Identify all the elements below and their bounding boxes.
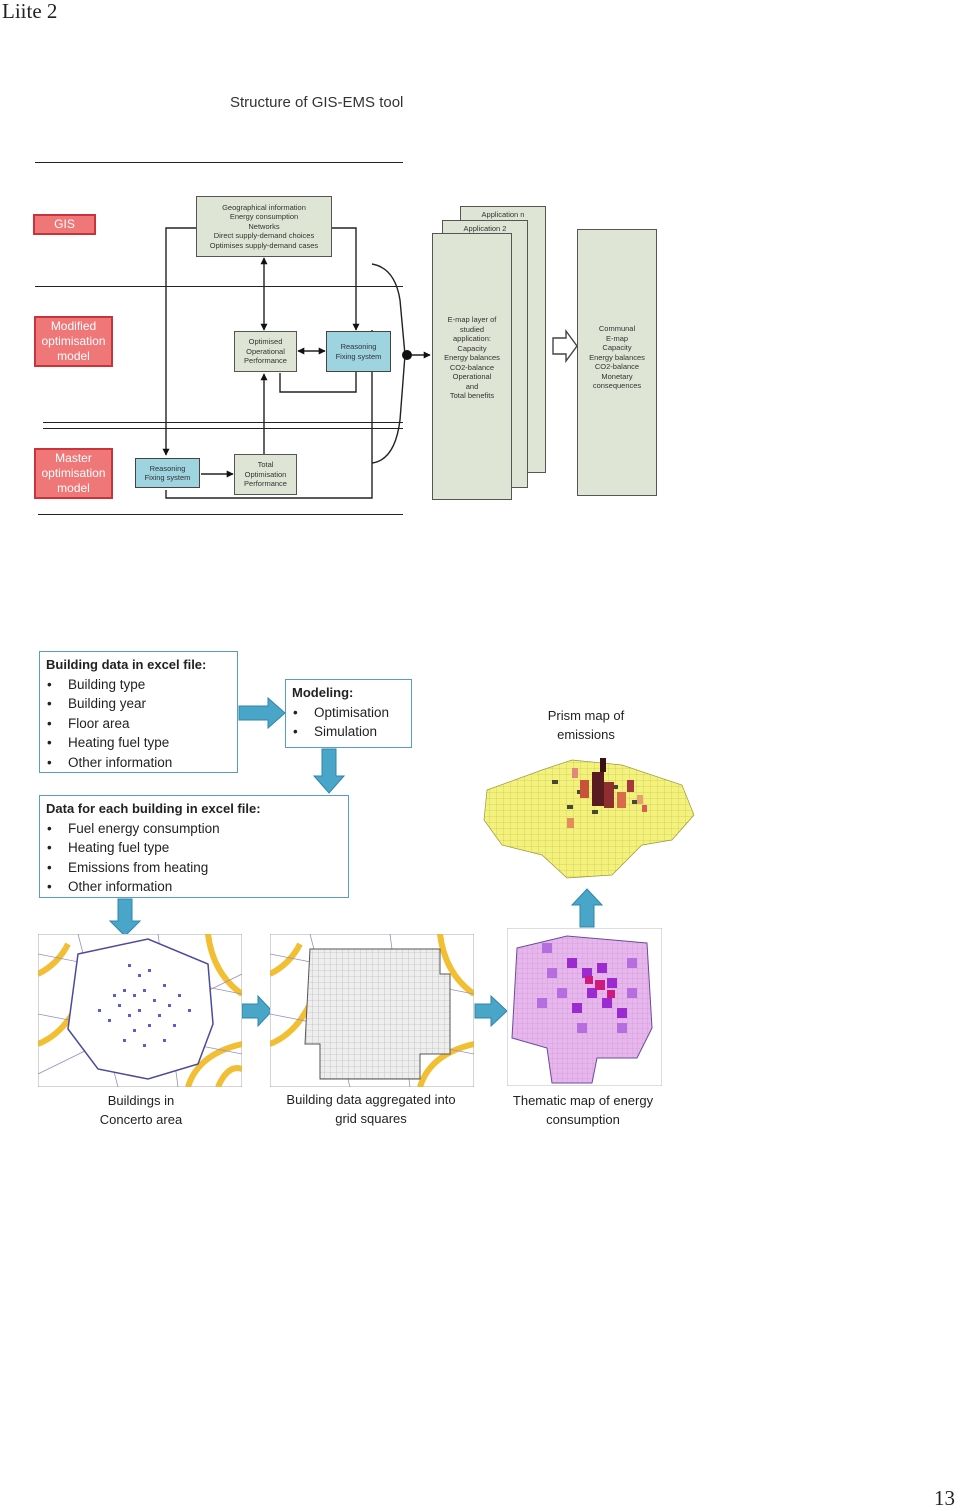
each-building-heading: Data for each building in excel file:	[46, 801, 261, 816]
reasoning-line: Reasoning	[340, 342, 377, 351]
communal-emap-box: Communal E-map Capacity Energy balances …	[577, 229, 657, 496]
gis-layer-label: GIS	[33, 214, 96, 235]
reasoning-line: Fixing system	[335, 351, 382, 361]
flow-arrows	[108, 696, 604, 1028]
gis-info-line: Geographical information	[222, 202, 306, 212]
modeling-heading: Modeling:	[292, 685, 354, 700]
optimised-performance-box: Optimised Operational Performance	[234, 331, 297, 372]
page-number: 13	[934, 1486, 955, 1510]
layer-divider	[43, 428, 403, 429]
optimised-line: Operational	[246, 346, 285, 356]
communal-line: E-map	[605, 333, 629, 343]
gis-info-line: Energy consumption	[229, 212, 299, 222]
master-layer-label: Master optimisation model	[34, 448, 113, 499]
diagram1-title: Structure of GIS-EMS tool	[230, 94, 404, 111]
emap-line: CO2-balance	[449, 362, 495, 372]
list-item: Simulation	[292, 722, 405, 742]
reasoning-box-top: Reasoning Fixing system	[326, 331, 391, 372]
reasoning-box-bottom: Reasoning Fixing system	[135, 458, 200, 488]
communal-line: Energy balances	[589, 352, 645, 362]
application-n-label: Application n	[481, 210, 525, 219]
list-item: Heating fuel type	[46, 733, 231, 753]
emap-line: application:	[453, 334, 491, 343]
list-item: Other information	[46, 753, 231, 773]
building-data-list: Building type Building year Floor area H…	[46, 675, 231, 773]
modified-layer-label: Modified optimisation model	[34, 316, 113, 367]
gis-layer-text: GIS	[54, 217, 75, 231]
list-item: Heating fuel type	[46, 838, 342, 858]
communal-line: Communal	[598, 324, 636, 333]
emap-line: and	[465, 381, 479, 391]
building-data-heading: Building data in excel file:	[46, 657, 207, 672]
reasoning-line: Fixing system	[144, 473, 191, 482]
layer-divider	[43, 422, 403, 423]
page-header: Liite 2	[2, 0, 58, 23]
list-item: Optimisation	[292, 703, 405, 723]
total-line: Performance	[244, 479, 287, 489]
layer-divider	[35, 286, 403, 287]
master-layer-text: Master optimisation model	[41, 451, 106, 495]
each-building-list: Fuel energy consumption Heating fuel typ…	[46, 819, 342, 897]
application-2-label: Application 2	[463, 224, 507, 233]
emap-layer-box: E-map layer of studied application: Capa…	[432, 233, 512, 500]
layer-divider	[35, 162, 403, 163]
communal-line: consequences	[592, 381, 642, 390]
aggregated-map-caption: Building data aggregated into grid squar…	[286, 1092, 456, 1126]
thematic-map-caption: Thematic map of energy consumption	[512, 1093, 654, 1127]
emap-line: Total benefits	[449, 391, 495, 400]
emap-line: Energy balances	[444, 353, 500, 362]
emap-line: Operational	[452, 372, 492, 381]
aggregated-grid-map	[270, 934, 474, 1087]
list-item: Building type	[46, 675, 231, 695]
communal-line: Monetary	[601, 371, 633, 381]
list-item: Fuel energy consumption	[46, 819, 342, 839]
optimised-line: Optimised	[248, 337, 283, 347]
gis-info-line: Networks	[248, 221, 280, 231]
gis-info-line: Direct supply-demand choices	[213, 231, 315, 241]
diagram1-connectors	[162, 227, 578, 499]
list-item: Emissions from heating	[46, 858, 342, 878]
each-building-box: Data for each building in excel file: Fu…	[39, 795, 349, 898]
reasoning-line: Reasoning	[149, 463, 186, 473]
total-line: Optimisation	[244, 469, 287, 479]
layer-divider	[38, 514, 403, 515]
list-item: Floor area	[46, 714, 231, 734]
gis-info-line: Optimises supply-demand cases	[209, 240, 319, 250]
thematic-map	[507, 928, 662, 1086]
prism-map-caption: Prism map of emissions	[547, 708, 625, 742]
buildings-map	[38, 934, 242, 1087]
list-item: Other information	[46, 877, 342, 897]
emap-line: studied	[459, 324, 485, 334]
modified-layer-text: Modified optimisation model	[41, 319, 106, 363]
communal-line: Capacity	[602, 343, 632, 352]
total-line: Total	[257, 460, 274, 470]
prism-map	[483, 758, 695, 879]
list-item: Building year	[46, 694, 231, 714]
buildings-map-caption: Buildings in Concerto area	[99, 1093, 183, 1127]
emap-line: E-map layer of	[447, 315, 497, 324]
modeling-list: Optimisation Simulation	[292, 703, 405, 742]
building-data-box: Building data in excel file: Building ty…	[39, 651, 238, 773]
gis-info-box: Geographical information Energy consumpt…	[196, 196, 332, 257]
emap-line: Capacity	[457, 343, 487, 353]
total-performance-box: Total Optimisation Performance	[234, 454, 297, 495]
communal-line: CO2-balance	[594, 362, 640, 371]
modeling-box: Modeling: Optimisation Simulation	[285, 679, 412, 748]
optimised-line: Performance	[244, 356, 287, 366]
